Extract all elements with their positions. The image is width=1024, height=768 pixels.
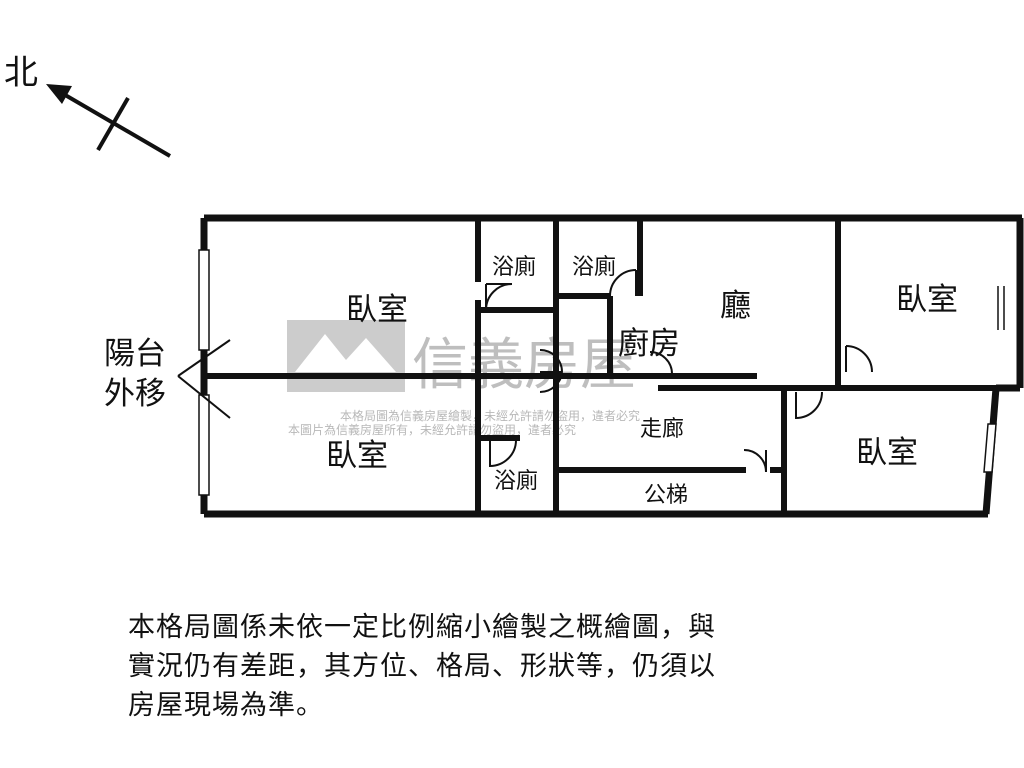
watermark-line-2: 本圖片為信義房屋所有，未經允許請勿盜用，違者必究 — [288, 422, 576, 437]
room-label-kitchen: 廚房 — [618, 326, 680, 362]
balcony-label-line-1: 陽台 — [104, 336, 166, 372]
room-label-bath-3: 浴廁 — [494, 469, 538, 494]
disclaimer-line-3: 房屋現場為準。 — [128, 690, 324, 721]
doors — [485, 269, 873, 473]
room-label-elevator: 公梯 — [644, 483, 688, 508]
windows — [198, 249, 1005, 496]
balcony-label-line-2: 外移 — [104, 376, 166, 412]
floor-plan: 北 信義房屋 本格局圖為信義房屋繪製，未經允許請勿盜用，違者必究 本圖片為信義房… — [4, 53, 1024, 518]
room-label-bedroom-ne: 臥室 — [896, 282, 958, 318]
room-label-bedroom-se: 臥室 — [856, 435, 918, 471]
balcony-marker — [177, 339, 231, 419]
interior-walls — [204, 218, 1000, 514]
compass-label: 北 — [4, 53, 38, 93]
disclaimer-line-2: 實況仍有差距，其方位、格局、形狀等，仍須以 — [128, 651, 716, 682]
room-label-corridor: 走廊 — [640, 417, 684, 442]
disclaimer-line-1: 本格局圖係未依一定比例縮小繪製之概繪圖，與 — [128, 612, 716, 643]
room-label-bath-1: 浴廁 — [492, 255, 536, 280]
north-arrow-icon — [46, 84, 172, 158]
room-label-bedroom-sw: 臥室 — [326, 438, 388, 474]
watermark-line-1: 本格局圖為信義房屋繪製，未經允許請勿盜用，違者必究 — [340, 408, 640, 423]
watermark-brand: 信義房屋 — [412, 333, 636, 398]
room-label-living: 廳 — [720, 288, 751, 324]
room-label-bedroom-nw: 臥室 — [346, 292, 408, 328]
disclaimer-note: 本格局圖係未依一定比例縮小繪製之概繪圖，與 實況仍有差距，其方位、格局、形狀等，… — [128, 608, 888, 725]
room-label-bath-2: 浴廁 — [572, 255, 616, 280]
watermark-logo-icon — [287, 320, 405, 392]
